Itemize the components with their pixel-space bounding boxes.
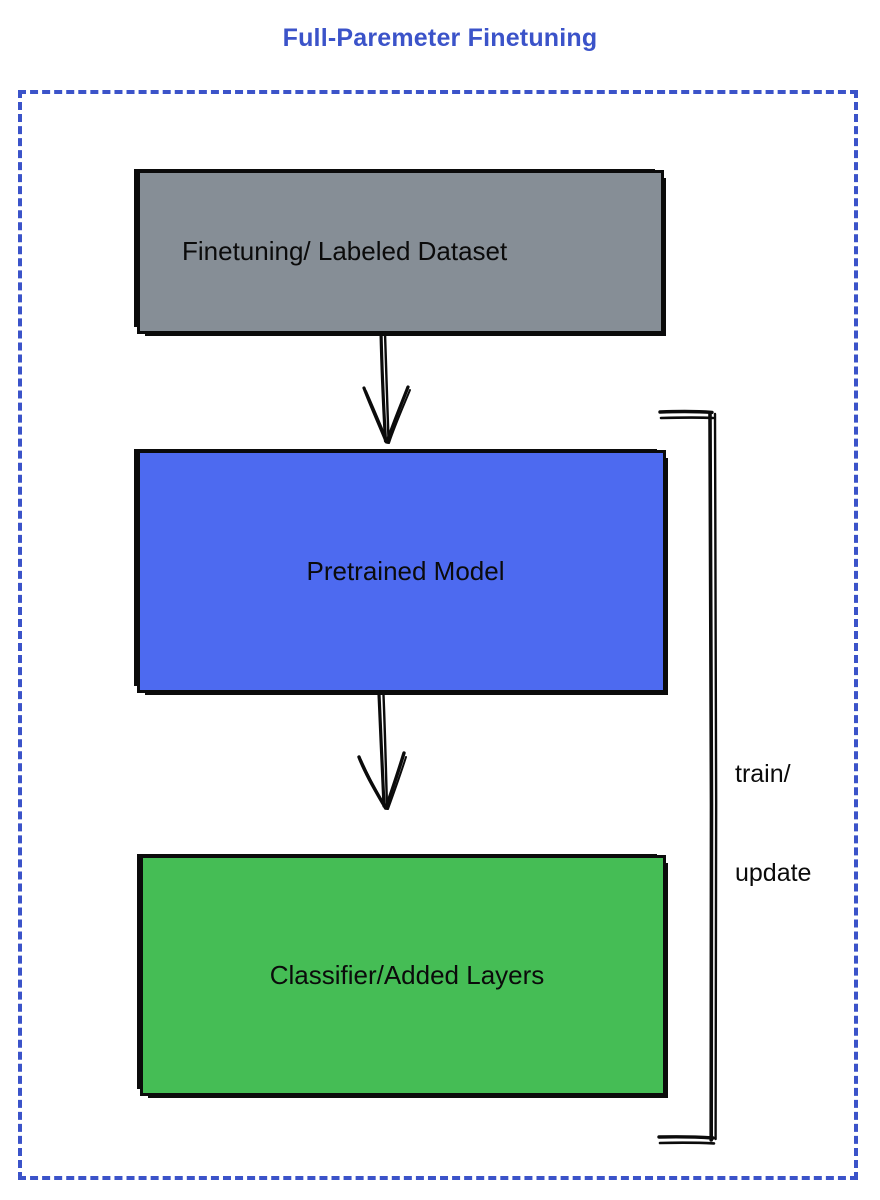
node-pretrained-label: Pretrained Model bbox=[306, 555, 505, 586]
feedback-loop-label: train/ update bbox=[735, 692, 811, 923]
node-classifier-label: Classifier/Added Layers bbox=[269, 959, 545, 990]
arrow-pretrained-to-classifier bbox=[357, 692, 407, 810]
arrow-dataset-to-pretrained bbox=[362, 330, 411, 444]
diagram-frame bbox=[18, 90, 858, 1180]
feedback-loop-connector bbox=[657, 409, 718, 1145]
node-classifier[interactable]: Classifier/Added Layers bbox=[137, 854, 668, 1098]
feedback-loop-label-line1: train/ bbox=[735, 760, 791, 788]
node-dataset[interactable]: Finetuning/ Labeled Dataset bbox=[134, 169, 666, 336]
feedback-loop-label-line2: update bbox=[735, 859, 812, 887]
node-dataset-label: Finetuning/ Labeled Dataset bbox=[182, 236, 508, 267]
node-pretrained[interactable]: Pretrained Model bbox=[134, 449, 668, 695]
page-title: Full-Paremeter Finetuning bbox=[282, 24, 598, 52]
